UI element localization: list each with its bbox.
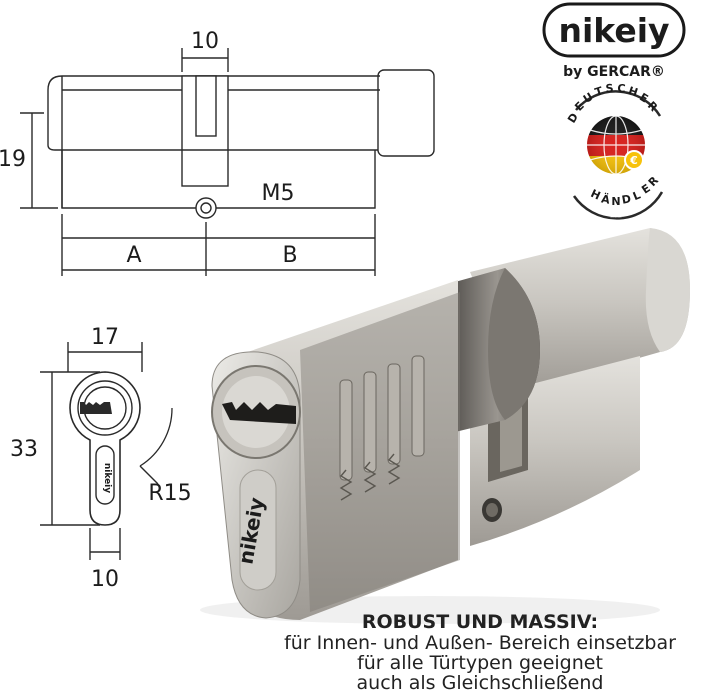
top-technical-drawing (20, 48, 435, 276)
profile-drawing (40, 342, 173, 560)
seal-text: DEUTSCHER HÄNDLER (610, 216, 622, 219)
profile-dim-10-bottom: 10 (91, 567, 119, 592)
caption-line-2: für alle Türtypen geeignet (357, 652, 603, 674)
german-dealer-seal: € DEUTSCHER HÄNDLER D E U T S C H E R H … (565, 82, 664, 220)
svg-text:S: S (605, 82, 614, 96)
svg-text:N: N (611, 195, 620, 208)
part-label-b: B (282, 243, 297, 268)
top-dim-19: 19 (0, 147, 26, 172)
cylinder-product-image: nikeiy (200, 228, 690, 624)
svg-text:€: € (629, 154, 638, 167)
profile-dim-33: 33 (10, 437, 38, 462)
profile-radius-r15: R15 (148, 481, 191, 506)
brand-logo-text: nikeiy (558, 11, 669, 50)
svg-text:D: D (565, 111, 581, 126)
profile-keyway (80, 402, 112, 414)
svg-text:L: L (631, 188, 642, 203)
screw-label-m5: M5 (262, 181, 295, 206)
profile-logo: nikeiy (102, 463, 112, 493)
svg-text:H: H (627, 84, 640, 99)
brand-logo: nikeiy by GERCAR® (542, 2, 686, 80)
svg-text:C: C (617, 82, 626, 96)
caption: ROBUST UND MASSIV: für Innen- und Außen-… (230, 611, 720, 694)
caption-line-1: für Innen- und Außen- Bereich einsetzbar (284, 632, 676, 654)
caption-line-3: auch als Gleichschließend (356, 672, 604, 694)
svg-text:Ä: Ä (600, 191, 611, 206)
caption-heading: ROBUST UND MASSIV: (361, 611, 599, 633)
svg-text:T: T (593, 84, 605, 99)
profile-dim-17: 17 (91, 325, 119, 350)
brand-subtitle: by GERCAR® (563, 64, 665, 80)
top-dim-10: 10 (191, 29, 219, 54)
part-label-a: A (126, 243, 141, 268)
svg-text:D: D (621, 192, 632, 206)
